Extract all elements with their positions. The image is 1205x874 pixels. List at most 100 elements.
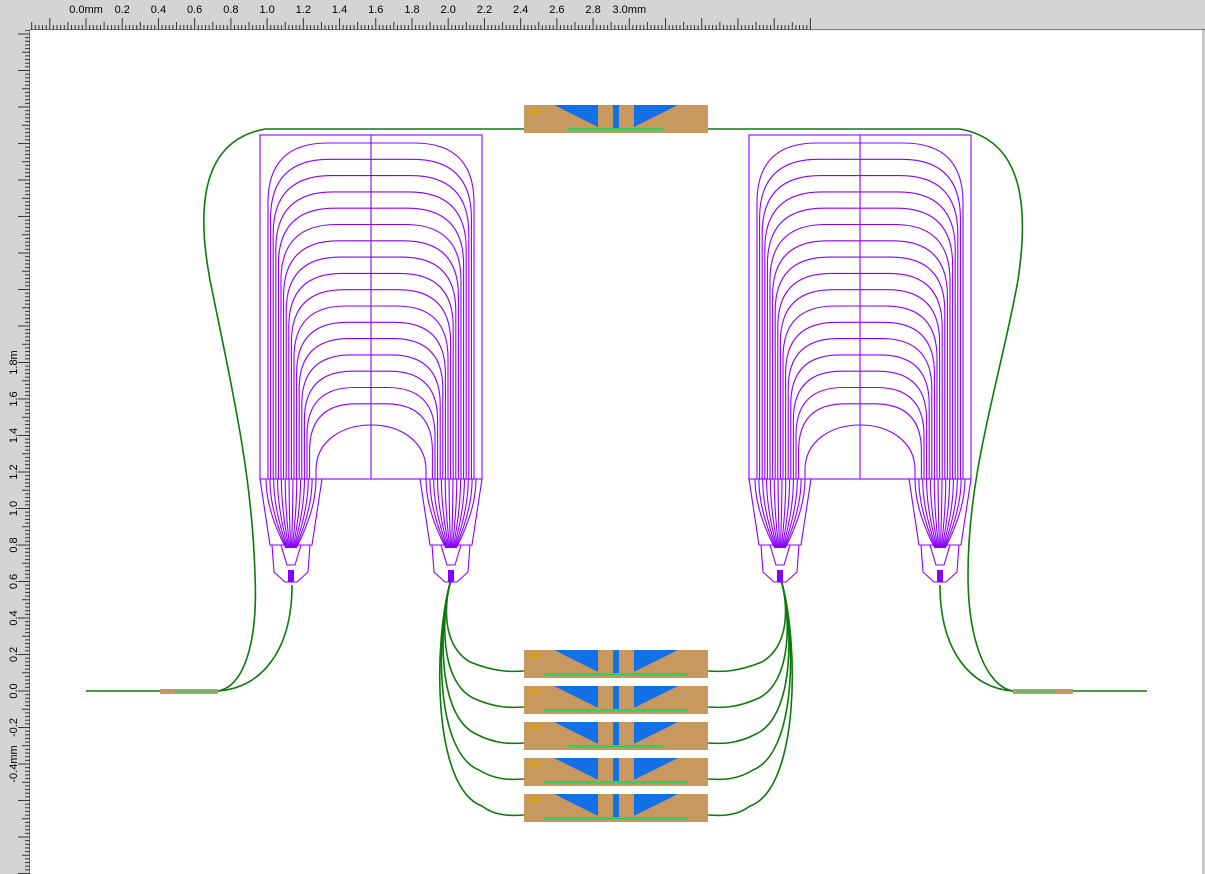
vertical-ruler[interactable]: 1.8m1.61.41.21.00.80.60.40.20.0-0.2-0.4m…	[0, 30, 30, 874]
ruler-left-label: 1.6	[8, 391, 20, 406]
pad-stripe	[544, 673, 688, 676]
awg-waveguide-arm	[298, 338, 444, 479]
pad-stripe	[544, 817, 688, 820]
fan-waveguide	[782, 478, 795, 549]
ruler-top-label: 3.0mm	[612, 4, 646, 16]
fan-waveguide	[943, 478, 958, 549]
green-fan-right	[707, 579, 787, 673]
bottom-pad-5[interactable]	[524, 794, 708, 822]
ruler-top-label: 2.6	[549, 4, 564, 16]
bottom-pad-4[interactable]	[524, 758, 708, 786]
star-coupler-tip	[440, 544, 462, 566]
green-fan-left	[444, 579, 525, 709]
awg-waveguide-arm	[785, 321, 935, 479]
bottom-pad-3[interactable]	[524, 722, 708, 750]
port-marker	[448, 570, 454, 582]
port-marker	[777, 570, 783, 582]
ruler-left-label: 0.0	[8, 683, 20, 698]
ruler-top-label: 0.4	[151, 4, 166, 16]
fan-waveguide	[762, 478, 777, 549]
layout-drawing[interactable]	[31, 31, 1203, 874]
star-coupler-tip	[280, 544, 302, 566]
fan-waveguide	[284, 478, 291, 549]
pad-taper-left	[554, 686, 598, 708]
ruler-left-label: 1.4	[8, 428, 20, 443]
ruler-top-label: 1.8	[404, 4, 419, 16]
awg-waveguide-arm	[280, 223, 462, 479]
ruler-top-label: 1.6	[368, 4, 383, 16]
pad-taper-left	[554, 758, 598, 780]
ruler-top-label: 2.4	[513, 4, 528, 16]
ruler-top-label: 2.2	[477, 4, 492, 16]
pad-taper-left	[554, 650, 598, 672]
fan-waveguide	[781, 478, 791, 549]
bottom-pad-2[interactable]	[524, 686, 708, 714]
pad-stripe	[544, 709, 688, 712]
pad-taper-right	[634, 722, 678, 744]
star-coupler-tip	[929, 544, 951, 566]
fan-waveguide	[269, 478, 288, 549]
awg-waveguide-arm	[792, 370, 928, 479]
fan-waveguide	[455, 478, 477, 549]
edge-coupler-left-core	[175, 690, 215, 693]
vertical-scrollbar[interactable]	[1202, 30, 1205, 874]
green-link-right-awg	[939, 584, 1014, 692]
fan-waveguide	[448, 478, 452, 549]
awg-right[interactable]	[748, 134, 972, 583]
green-loop-left	[86, 128, 524, 692]
star-coupler-taper	[271, 544, 311, 583]
awg-waveguide-arm	[277, 207, 465, 479]
pad-taper-left	[554, 105, 598, 127]
fan-waveguide	[429, 478, 448, 549]
awg-layer	[259, 134, 972, 583]
fan-waveguide	[944, 478, 966, 549]
awg-waveguide-arm	[296, 321, 446, 479]
star-coupler-body	[748, 478, 812, 546]
fan-waveguide	[451, 478, 458, 549]
pad-center-bar	[613, 758, 619, 784]
port-marker	[288, 570, 294, 582]
fan-waveguide	[773, 478, 780, 549]
star-coupler-body	[259, 478, 323, 546]
fan-waveguide	[754, 478, 776, 549]
awg-waveguide-arm	[777, 272, 943, 479]
pad-center-bar	[613, 105, 619, 131]
green-routing-layer	[86, 128, 1147, 817]
awg-waveguide-arm	[774, 256, 946, 479]
pad-stripe	[544, 781, 688, 784]
green-loop-right	[708, 128, 1147, 692]
pad-label-mark	[528, 762, 542, 766]
awg-waveguide-arm	[303, 370, 439, 479]
layout-canvas[interactable]	[31, 31, 1203, 874]
green-fan-left	[442, 579, 525, 745]
star-coupler-right	[419, 478, 483, 583]
bottom-pad-1[interactable]	[524, 650, 708, 678]
fan-waveguide	[444, 478, 451, 549]
top-pad[interactable]	[524, 105, 708, 133]
fan-waveguide	[933, 478, 940, 549]
ruler-left-label: 0.4	[8, 610, 20, 625]
awg-left[interactable]	[259, 134, 483, 583]
pad-center-bar	[613, 686, 619, 712]
fan-waveguide	[783, 478, 802, 549]
ruler-top-label: 0.6	[187, 4, 202, 16]
ruler-top-label: 1.4	[332, 4, 347, 16]
fan-waveguide	[765, 478, 778, 549]
pad-label-mark	[528, 690, 542, 694]
pad-taper-right	[634, 758, 678, 780]
green-link-left-awg	[217, 584, 293, 692]
awg-waveguide-arm	[267, 142, 475, 479]
awg-waveguide-arm	[283, 240, 459, 479]
fan-waveguide	[758, 478, 777, 549]
green-fan-right	[707, 579, 792, 781]
star-coupler-body	[419, 478, 483, 546]
awg-waveguide-arm	[293, 305, 449, 479]
fan-waveguide	[940, 478, 947, 549]
awg-waveguide-arm	[309, 403, 433, 479]
star-coupler-left	[259, 478, 323, 583]
pad-label-mark	[528, 798, 542, 802]
fan-waveguide	[433, 478, 448, 549]
fan-waveguide	[942, 478, 955, 549]
ruler-top-label: 0.0mm	[69, 4, 103, 16]
